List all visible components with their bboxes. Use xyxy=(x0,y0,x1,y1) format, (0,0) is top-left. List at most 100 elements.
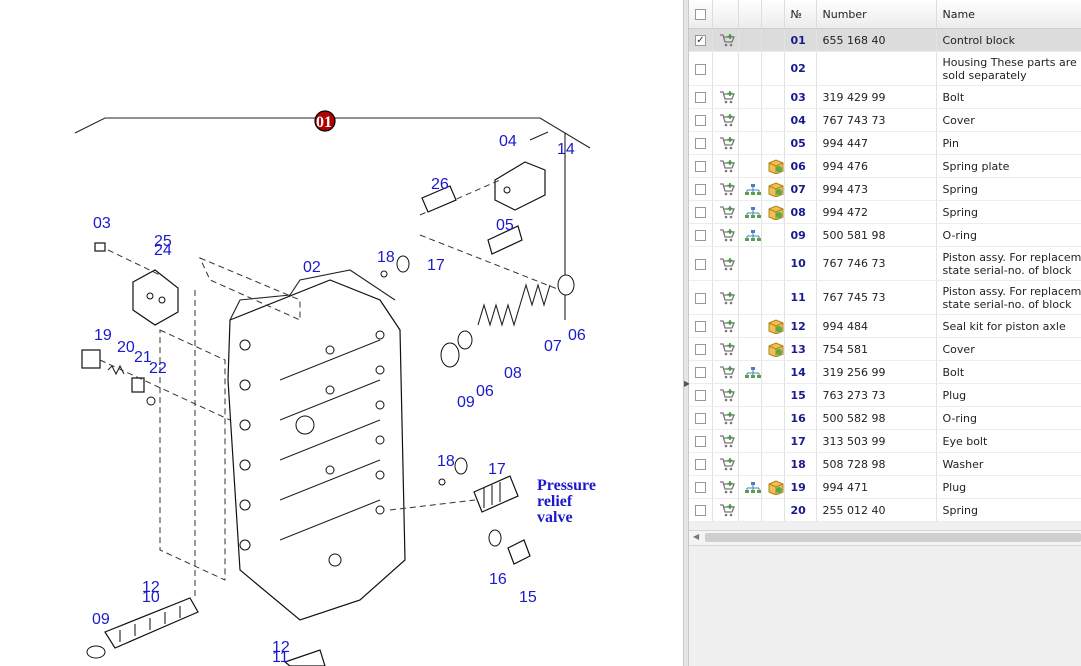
row-checkbox-cell[interactable] xyxy=(689,51,713,86)
callout-15[interactable]: 15 xyxy=(519,589,537,606)
row-checkbox[interactable] xyxy=(695,138,706,149)
kit-package-icon[interactable] xyxy=(768,158,783,174)
row-checkbox[interactable] xyxy=(695,258,706,270)
callout-12[interactable]: 12 xyxy=(272,639,290,656)
row-checkbox[interactable] xyxy=(695,344,706,355)
structure-cell[interactable] xyxy=(738,200,762,224)
add-to-cart-cell[interactable] xyxy=(712,314,739,338)
add-to-cart-cell[interactable] xyxy=(712,280,739,315)
structure-tree-icon[interactable] xyxy=(744,183,760,196)
row-checkbox[interactable] xyxy=(695,207,706,218)
row-checkbox[interactable] xyxy=(695,292,706,304)
row-checkbox-cell[interactable] xyxy=(689,475,713,499)
callout-25[interactable]: 25 xyxy=(154,233,172,250)
add-to-cart-cell[interactable] xyxy=(712,475,739,499)
kit-package-icon[interactable] xyxy=(768,341,783,357)
row-checkbox-cell[interactable] xyxy=(689,280,713,315)
row-checkbox[interactable] xyxy=(695,92,706,103)
bolt-part[interactable] xyxy=(94,242,106,252)
row-checkbox-cell[interactable] xyxy=(689,429,713,453)
kit-cell[interactable] xyxy=(761,475,785,499)
row-checkbox-cell[interactable] xyxy=(689,406,713,430)
callout-18[interactable]: 18 xyxy=(437,453,455,470)
scroll-left-icon[interactable]: ◀ xyxy=(693,532,700,541)
row-checkbox-cell[interactable] xyxy=(689,223,713,247)
callout-10[interactable]: 10 xyxy=(142,589,160,606)
pressure-relief-valve-part[interactable] xyxy=(473,475,531,565)
eye-bolt-upper-part[interactable] xyxy=(380,255,410,278)
add-to-cart-icon[interactable] xyxy=(719,228,735,242)
kit-cell[interactable] xyxy=(761,154,785,178)
row-checkbox-cell[interactable] xyxy=(689,314,713,338)
row-checkbox-cell[interactable] xyxy=(689,177,713,201)
kit-package-icon[interactable] xyxy=(768,479,783,495)
row-checkbox[interactable] xyxy=(695,115,706,126)
row-checkbox-cell[interactable] xyxy=(689,154,713,178)
kit-cell[interactable] xyxy=(761,337,785,361)
spring-assembly-part[interactable] xyxy=(440,274,575,368)
add-to-cart-cell[interactable] xyxy=(712,406,739,430)
add-to-cart-icon[interactable] xyxy=(719,480,735,494)
row-checkbox[interactable] xyxy=(695,184,706,195)
callout-07[interactable]: 07 xyxy=(544,338,562,355)
row-checkbox[interactable] xyxy=(695,63,706,75)
row-checkbox-cell[interactable] xyxy=(689,131,713,155)
row-checkbox[interactable] xyxy=(695,482,706,493)
row-checkbox[interactable] xyxy=(695,367,706,378)
structure-tree-icon[interactable] xyxy=(744,206,760,219)
row-checkbox[interactable]: ✓ xyxy=(695,35,706,46)
row-checkbox[interactable] xyxy=(695,505,706,516)
add-to-cart-icon[interactable] xyxy=(719,90,735,104)
collapse-arrow-icon[interactable]: ▶ xyxy=(684,379,691,388)
plug-assembly-part[interactable] xyxy=(81,349,156,406)
pane-splitter[interactable]: ▶ xyxy=(683,0,691,666)
row-checkbox-cell[interactable] xyxy=(689,200,713,224)
callout-24[interactable]: 24 xyxy=(154,242,172,259)
piston-assembly-part[interactable] xyxy=(86,597,326,666)
callout-06[interactable]: 06 xyxy=(568,327,586,344)
callout-06[interactable]: 06 xyxy=(476,383,494,400)
add-to-cart-icon[interactable] xyxy=(719,33,735,47)
row-checkbox[interactable] xyxy=(695,390,706,401)
kit-cell[interactable] xyxy=(761,177,785,201)
add-to-cart-icon[interactable] xyxy=(719,342,735,356)
row-checkbox[interactable] xyxy=(695,321,706,332)
row-checkbox-cell[interactable] xyxy=(689,383,713,407)
add-to-cart-cell[interactable] xyxy=(712,452,739,476)
kit-package-icon[interactable] xyxy=(768,204,783,220)
kit-package-icon[interactable] xyxy=(768,181,783,197)
add-to-cart-cell[interactable] xyxy=(712,360,739,384)
row-checkbox-cell[interactable] xyxy=(689,85,713,109)
callout-02[interactable]: 02 xyxy=(303,259,321,276)
structure-cell[interactable] xyxy=(738,177,762,201)
callout-22[interactable]: 22 xyxy=(149,360,167,377)
row-checkbox-cell[interactable] xyxy=(689,337,713,361)
callout-17[interactable]: 17 xyxy=(488,461,506,478)
callout-03[interactable]: 03 xyxy=(93,215,111,232)
callout-09[interactable]: 09 xyxy=(92,611,110,628)
add-to-cart-icon[interactable] xyxy=(719,113,735,127)
callout-19[interactable]: 19 xyxy=(94,327,112,344)
add-to-cart-cell[interactable] xyxy=(712,246,739,281)
callout-14[interactable]: 14 xyxy=(557,141,575,158)
callout-01-badge[interactable] xyxy=(314,110,336,132)
pin-26-part[interactable] xyxy=(421,185,457,213)
relief-label-line3[interactable]: valve xyxy=(537,509,573,526)
structure-tree-icon[interactable] xyxy=(744,366,760,379)
pin-05-part[interactable] xyxy=(487,225,523,255)
add-to-cart-icon[interactable] xyxy=(719,257,735,270)
row-checkbox-cell[interactable] xyxy=(689,246,713,281)
number-sign-header[interactable]: № xyxy=(784,0,817,29)
callout-18[interactable]: 18 xyxy=(377,249,395,266)
row-checkbox[interactable] xyxy=(695,459,706,470)
kit-cell[interactable] xyxy=(761,200,785,224)
